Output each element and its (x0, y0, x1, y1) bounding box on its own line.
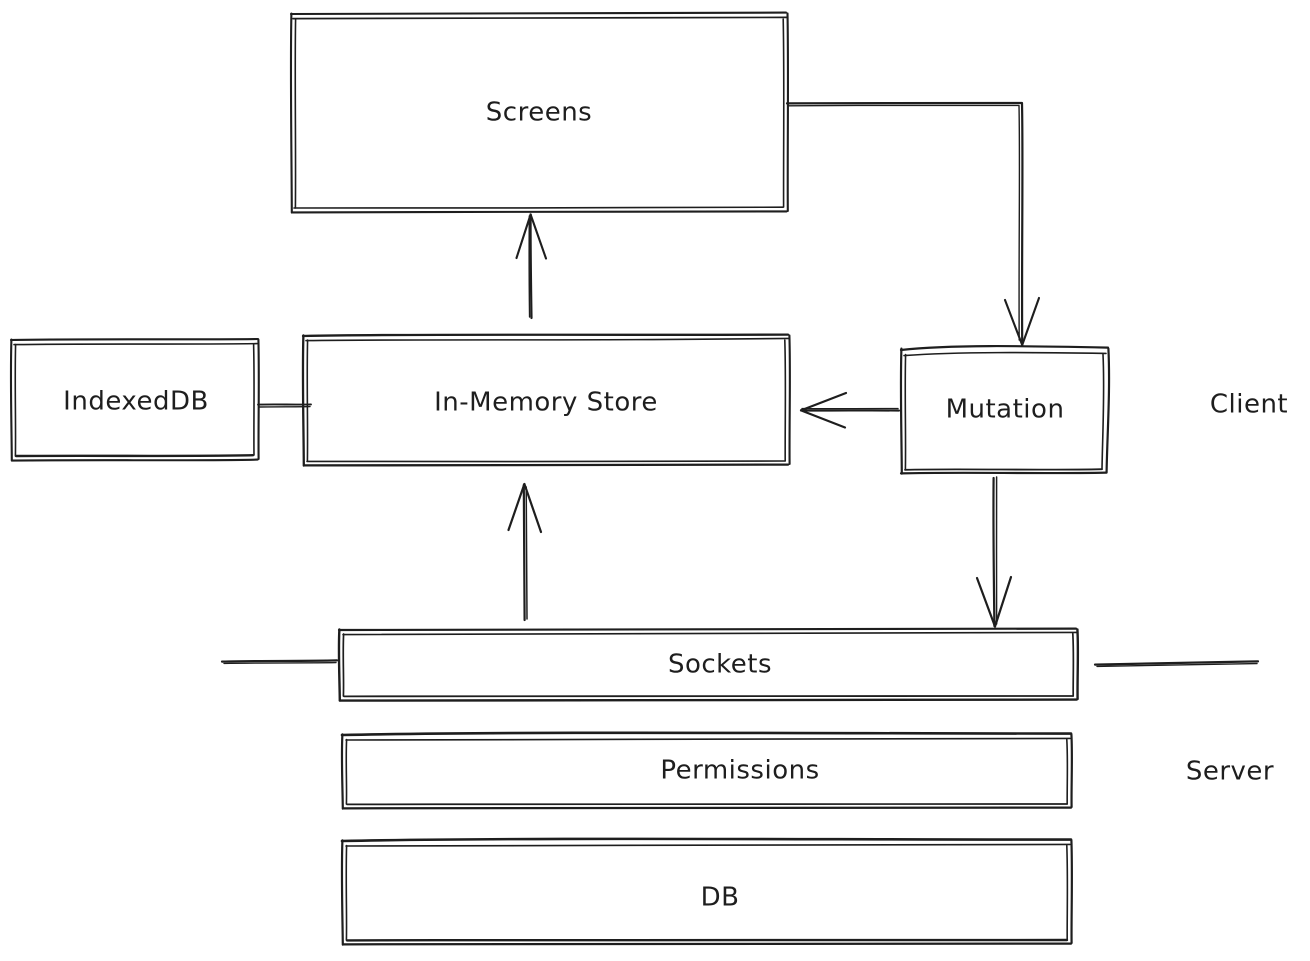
node-permissions[interactable]: Permissions (340, 731, 1073, 810)
zone-label-server: Server (1186, 757, 1274, 787)
node-in-memory-store-edge-right-b (784, 339, 787, 462)
node-screens[interactable]: Screens (289, 11, 790, 214)
node-mutation-edge-right-b (1101, 353, 1105, 470)
connector-mutation-to-in-memory-store-head-top (799, 391, 848, 412)
node-in-memory-store-fill (302, 334, 790, 465)
node-screens-edge-right-b (782, 18, 785, 208)
node-sockets-fill (338, 628, 1077, 700)
connector-screens-to-mutation-head-right (1021, 296, 1041, 347)
connector-mutation-to-sockets-line-a (992, 476, 996, 628)
connector-mutation-to-sockets-head-left (975, 576, 997, 628)
node-indexeddb-edge-top-b (13, 342, 258, 346)
node-db-edge-right-b (1066, 844, 1069, 941)
divider-boundary-left (220, 659, 339, 665)
connector-sockets-to-in-memory-store-line-b (525, 486, 528, 620)
node-screens-edge-top-b (292, 16, 788, 20)
node-sockets-edge-right-b (1071, 632, 1075, 697)
node-screens-edge-bottom-a (290, 210, 788, 214)
connector-in-memory-store-to-screens[interactable] (515, 213, 548, 320)
node-permissions-edge-bottom-b (346, 803, 1068, 806)
node-in-memory-store-edge-left-a (301, 334, 305, 467)
connector-mutation-to-sockets[interactable] (975, 476, 1013, 628)
node-mutation-fill (900, 346, 1109, 473)
node-screens-label: Screens (486, 98, 592, 128)
node-sockets-edge-top-a (337, 627, 1078, 632)
node-screens-edge-top-a (289, 11, 788, 16)
connector-in-memory-store-to-screens-head-right (529, 213, 548, 260)
connector-sockets-to-in-memory-store-head-left (507, 482, 526, 532)
node-permissions-edge-top-a (340, 731, 1073, 737)
node-sockets-edge-bottom-b (343, 695, 1074, 698)
node-permissions-edge-top-b (345, 737, 1071, 741)
node-in-memory-store-edge-bottom-a (302, 463, 790, 467)
node-db-edge-bottom-b (345, 938, 1069, 942)
connector-mutation-to-in-memory-store-head-bottom (799, 409, 847, 429)
node-mutation-edge-top-b (903, 351, 1107, 357)
connector-screens-to-mutation[interactable] (785, 101, 1041, 347)
node-sockets-edge-left-a (337, 628, 341, 702)
divider-boundary-right (1093, 660, 1260, 668)
node-indexeddb[interactable]: IndexedDB (9, 337, 260, 462)
node-sockets-edge-top-b (342, 631, 1078, 636)
node-permissions-edge-right-b (1066, 738, 1069, 805)
node-screens-fill (290, 12, 788, 212)
node-in-memory-store-label: In-Memory Store (434, 388, 658, 418)
node-indexeddb-label: IndexedDB (63, 387, 209, 417)
connector-in-memory-store-to-screens-head-left (515, 213, 532, 260)
node-mutation-edge-left-a (899, 347, 903, 475)
node-indexeddb-edge-top-a (9, 337, 260, 342)
node-db-fill (341, 838, 1072, 944)
node-mutation-edge-right-a (1105, 347, 1111, 474)
node-permissions-fill (341, 732, 1072, 808)
connector-mutation-to-sockets-head-right (993, 575, 1013, 628)
connector-screens-to-mutation-line-a (785, 101, 1024, 345)
node-in-memory-store[interactable]: In-Memory Store (301, 333, 791, 467)
node-mutation[interactable]: Mutation (899, 344, 1111, 475)
node-permissions-edge-bottom-a (341, 806, 1073, 810)
node-db-edge-bottom-a (341, 942, 1073, 946)
node-mutation-edge-bottom-a (899, 471, 1108, 475)
node-permissions-edge-left-a (340, 733, 344, 810)
node-db-label: DB (701, 883, 740, 913)
connector-sockets-to-in-memory-store-head-right (523, 482, 543, 534)
node-in-memory-store-edge-top-b (305, 337, 790, 342)
node-sockets-label: Sockets (668, 650, 772, 680)
connector-in-memory-store-to-screens-line-a (529, 213, 533, 320)
node-in-memory-store-edge-top-a (301, 333, 790, 338)
divider-boundary-right-line-a (1093, 660, 1260, 666)
node-permissions-label: Permissions (660, 756, 819, 786)
node-mutation-label: Mutation (946, 395, 1065, 425)
node-mutation-edge-bottom-b (904, 468, 1103, 471)
divider-boundary-left-line-b (223, 661, 337, 665)
connector-sockets-to-in-memory-store-line-a (522, 483, 526, 622)
connector-screens-to-mutation-head-left (1003, 298, 1024, 347)
node-db-edge-left-a (340, 839, 344, 946)
connector-sockets-to-in-memory-store[interactable] (507, 482, 543, 622)
connector-mutation-to-in-memory-store[interactable] (799, 391, 901, 429)
node-indexeddb-fill (10, 338, 259, 460)
node-mutation-edge-top-a (899, 344, 1110, 352)
connector-screens-to-mutation-line-b (788, 104, 1021, 341)
node-screens-edge-bottom-b (293, 206, 784, 209)
node-db[interactable]: DB (340, 837, 1073, 946)
node-indexeddb-edge-bottom-b (14, 454, 255, 458)
node-db-edge-top-b (345, 843, 1071, 847)
node-sockets[interactable]: Sockets (337, 627, 1080, 702)
node-indexeddb-edge-bottom-a (10, 458, 259, 462)
node-indexeddb-edge-left-a (9, 338, 13, 462)
node-screens-edge-left-a (289, 12, 293, 214)
node-db-edge-top-a (340, 837, 1073, 843)
divider-boundary-right-line-b (1096, 662, 1258, 668)
zone-label-client: Client (1210, 390, 1288, 420)
node-in-memory-store-edge-bottom-b (306, 460, 786, 463)
node-sockets-edge-bottom-a (338, 698, 1078, 702)
connector-indexeddb-to-in-memory-store[interactable] (257, 403, 312, 408)
divider-boundary-left-line-a (220, 659, 339, 663)
